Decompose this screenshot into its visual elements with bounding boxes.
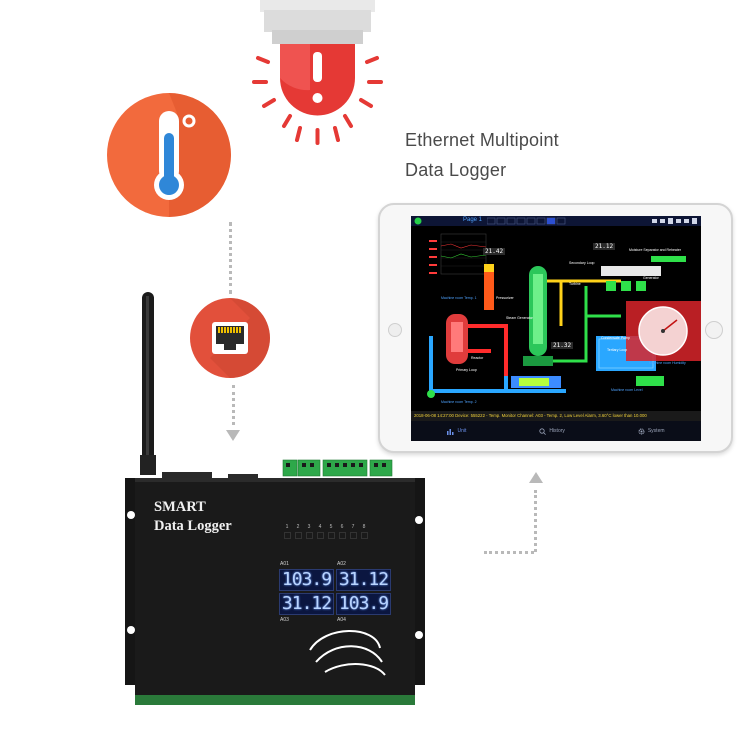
thermometer-icon <box>154 93 231 217</box>
label-tertiary-loop: Tertiary Loop <box>607 348 628 352</box>
label-reactor: Reactor <box>471 356 484 360</box>
device-title-line-2: Data Logger <box>154 518 232 534</box>
brand-logo-icon <box>309 630 386 676</box>
device-title-line-1: SMART <box>154 499 206 515</box>
ethernet-port-icon <box>210 298 270 378</box>
label-turbine: Turbine <box>569 282 581 286</box>
nav-tab-unit-label: Unit <box>457 428 467 434</box>
led-label-6: 6 <box>340 524 344 530</box>
led-label-4: 4 <box>318 524 322 530</box>
tablet-camera <box>388 323 402 337</box>
bar-chart-icon <box>447 428 454 435</box>
headline: Ethernet Multipoint Data Logger <box>405 125 559 185</box>
led-3: 3 <box>304 524 314 539</box>
led-label-5: 5 <box>329 524 333 530</box>
headline-line-1: Ethernet Multipoint <box>405 130 559 150</box>
nav-tab-system[interactable]: System <box>638 427 665 435</box>
tablet: Page 1 <box>378 203 733 453</box>
reading-pressurizer: 21.42 <box>483 248 506 255</box>
device-title: SMART Data Logger <box>154 498 232 536</box>
label-primary-loop: Primary Loop <box>456 368 477 372</box>
label-machine-room-humidity: Machine room Humidity <box>649 361 686 365</box>
led-label-1: 1 <box>285 524 289 530</box>
connector-dots-up <box>534 490 537 552</box>
label-machine-room-temp1: Machine room Temp. 1 <box>441 296 477 300</box>
led-1: 1 <box>282 524 292 539</box>
nav-tab-history[interactable]: History <box>539 427 565 435</box>
tablet-screen: Page 1 <box>411 216 701 441</box>
led-7: 7 <box>348 524 358 539</box>
reading-secondary: 21.12 <box>593 243 616 250</box>
arrow-down-icon <box>226 430 240 441</box>
nav-tab-history-label: History <box>549 428 565 434</box>
display-label-a03: A03 <box>280 617 289 623</box>
gear-icon <box>638 427 645 435</box>
screen-nav-bar: Unit History System <box>411 421 701 441</box>
display-label-a01: A01 <box>280 561 289 567</box>
led-label-7: 7 <box>351 524 355 530</box>
connector-dots-top <box>229 222 232 294</box>
arrow-up-icon <box>529 472 543 483</box>
ethernet-badge <box>190 298 270 378</box>
connector-dots-down <box>232 385 235 425</box>
led-8: 8 <box>359 524 369 539</box>
alarm-ticker: 2018-06-08 14:27:00 Device: 555222 - Tem… <box>411 411 701 421</box>
label-secondary-loop: Secondary Loop <box>569 261 595 265</box>
antenna-icon <box>140 292 156 475</box>
led-6: 6 <box>337 524 347 539</box>
led-label-3: 3 <box>307 524 311 530</box>
connector-dots-horizontal <box>484 551 534 554</box>
display-label-a02: A02 <box>337 561 346 567</box>
headline-line-2: Data Logger <box>405 160 507 180</box>
label-steam-generator: Steam Generator <box>506 316 533 320</box>
lcd-display-a04: 103.9 <box>336 593 391 615</box>
search-icon <box>539 427 547 435</box>
label-condensate-pump: Condensate Pump <box>601 336 630 340</box>
led-label-8: 8 <box>362 524 366 530</box>
led-row: 1 2 3 4 5 6 7 8 <box>282 524 369 539</box>
screen-top-bar: Page 1 <box>411 216 701 226</box>
display-label-a04: A04 <box>337 617 346 623</box>
label-machine-room-temp2: Machine room Temp. 2 <box>441 400 477 404</box>
tablet-home-button[interactable] <box>705 321 723 339</box>
status-dot-icon <box>414 217 422 225</box>
thermometer-badge <box>107 93 231 217</box>
page-tab[interactable]: Page 1 <box>463 217 483 223</box>
label-moisture-separator: Moisture Separator and Reheater <box>629 248 681 252</box>
label-machine-room-level: Machine room Level <box>611 388 643 392</box>
lcd-display-a01: 103.9 <box>279 569 334 591</box>
nav-tab-unit[interactable]: Unit <box>447 428 466 435</box>
label-pressurizer: Pressurizer <box>496 296 514 300</box>
page-indicator-strip <box>487 217 566 225</box>
led-5: 5 <box>326 524 336 539</box>
alarm-light-icon <box>252 0 383 145</box>
led-4: 4 <box>315 524 325 539</box>
toolbar-icons[interactable] <box>651 217 699 225</box>
lcd-display-a03: 31.12 <box>279 593 334 615</box>
reading-steam: 21.32 <box>551 342 574 349</box>
nav-tab-system-label: System <box>647 428 665 434</box>
led-2: 2 <box>293 524 303 539</box>
led-label-2: 2 <box>296 524 300 530</box>
process-diagram <box>427 233 701 398</box>
label-generator: Generator <box>643 276 659 280</box>
lcd-display-a02: 31.12 <box>336 569 391 591</box>
